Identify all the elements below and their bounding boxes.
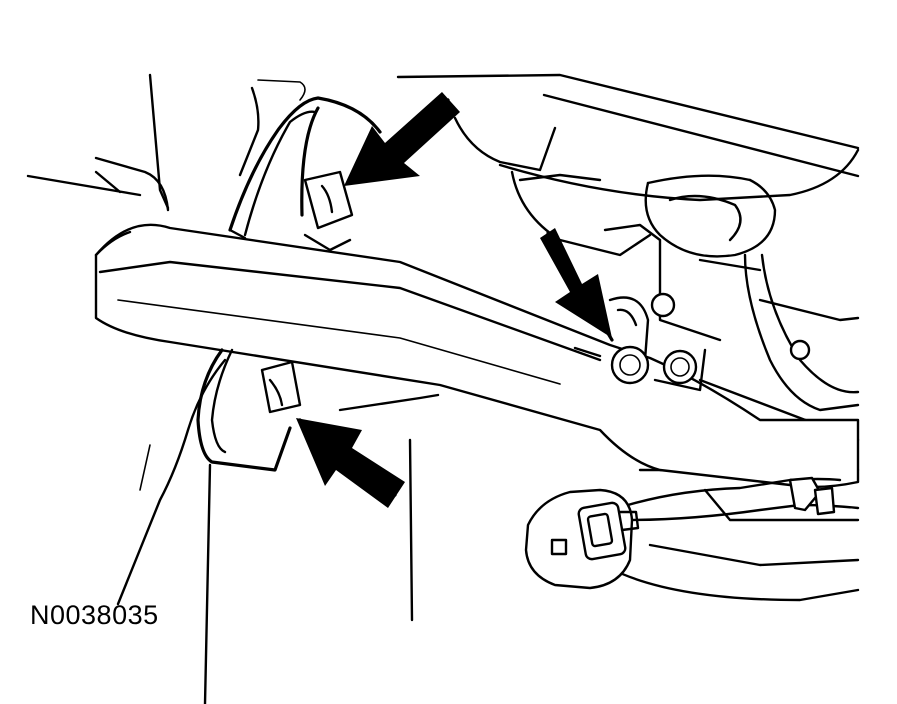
small-bolt-right: [789, 339, 811, 361]
lower-left-bolt-arrow: [296, 418, 405, 508]
crossmember: [94, 223, 860, 489]
upper-bolt: [303, 170, 354, 252]
wire-harness: [626, 476, 860, 522]
callout-arrows: [296, 92, 614, 508]
lower-housing: [116, 358, 440, 704]
center-bolt-cluster: [573, 296, 707, 392]
side-bolt: [662, 349, 698, 385]
mount-bracket: [228, 96, 382, 240]
upper-left-bolt-arrow: [344, 92, 460, 186]
lower-bracket: [196, 348, 302, 472]
casting: [510, 170, 860, 602]
figure-id-label: N0038035: [30, 600, 159, 630]
housing-outline: [26, 73, 860, 212]
electrical-connector: [524, 488, 640, 590]
center-bolt-arrow: [540, 228, 614, 342]
center-bolt: [610, 345, 650, 385]
small-bolt-upper: [650, 292, 676, 318]
